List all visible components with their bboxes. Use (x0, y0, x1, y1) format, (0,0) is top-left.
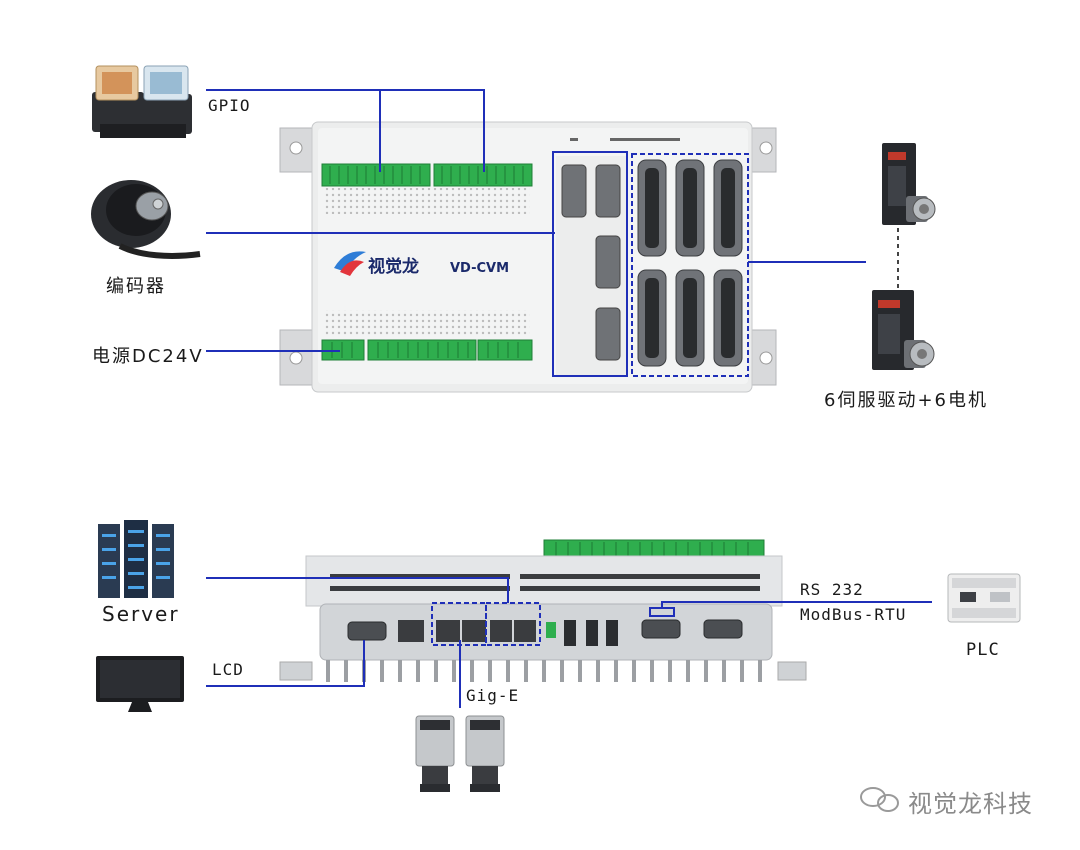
servo-ports-box (631, 153, 749, 377)
servo-label: 6伺服驱动+6电机 (824, 390, 988, 411)
top-controller-front (279, 121, 777, 393)
wechat-icon (860, 787, 899, 812)
servo-drive-top-icon (882, 143, 936, 225)
plc-icon (947, 573, 1021, 623)
server-label: Server (102, 602, 180, 626)
bottom-controller-rear (279, 539, 807, 682)
encoder-label: 编码器 (106, 276, 166, 297)
camera-icon (415, 715, 505, 792)
watermark-text: 视觉龙科技 (908, 790, 1033, 818)
server-icon (98, 520, 174, 598)
modbus-label: ModBus-RTU (800, 605, 907, 624)
lan-ports-box (485, 602, 541, 646)
bottom-connection-lines (206, 577, 932, 708)
top-connection-lines (206, 89, 866, 352)
rs232-label: RS 232 (800, 580, 864, 599)
plc-label: PLC (966, 640, 1000, 660)
serial-ports-box (552, 151, 628, 377)
lcd-label: LCD (212, 660, 244, 679)
controller-brand: 视觉龙 (368, 256, 419, 277)
power-label: 电源DC24V (92, 346, 204, 367)
lcd-monitor-icon (96, 656, 184, 712)
gige-label: Gig-E (466, 686, 520, 705)
gpio-label: GPIO (208, 96, 251, 115)
encoder-icon (91, 180, 201, 259)
controller-model: VD-CVM (450, 261, 509, 276)
relay-icon (92, 65, 192, 138)
servo-drive-bottom-icon (872, 290, 935, 370)
